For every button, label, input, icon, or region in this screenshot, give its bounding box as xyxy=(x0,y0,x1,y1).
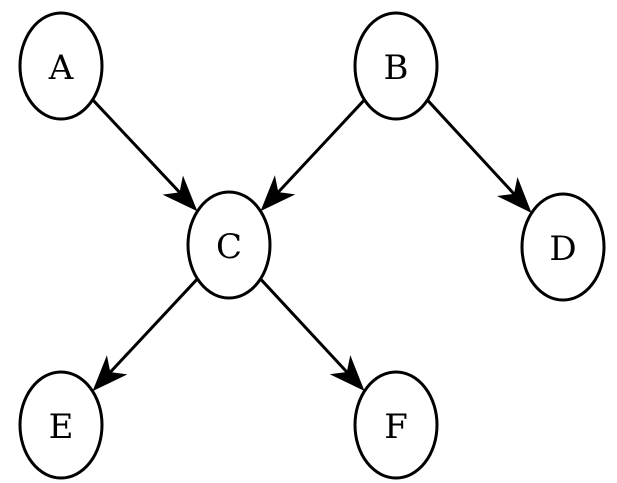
node-e: E xyxy=(18,370,104,480)
node-ellipse xyxy=(18,370,104,480)
node-ellipse xyxy=(186,190,272,300)
node-b: B xyxy=(353,11,439,121)
node-c: C xyxy=(186,190,272,300)
edge-b-c xyxy=(260,98,366,212)
edge-a-c xyxy=(91,98,198,212)
node-d: D xyxy=(520,192,606,302)
edge-line xyxy=(426,99,516,195)
arrowhead-icon xyxy=(329,355,365,392)
node-label: F xyxy=(384,407,408,447)
node-a: A xyxy=(18,11,104,121)
node-ellipse xyxy=(353,370,439,480)
arrowhead-icon xyxy=(92,355,128,392)
edge-c-f xyxy=(259,277,365,392)
edge-b-d xyxy=(426,99,532,213)
edge-line xyxy=(277,98,366,194)
edge-line xyxy=(109,277,199,374)
node-ellipse xyxy=(18,11,104,121)
edge-line xyxy=(259,277,348,374)
node-label: C xyxy=(216,227,242,267)
arrowhead-icon xyxy=(260,175,296,212)
node-ellipse xyxy=(520,192,606,302)
node-label: D xyxy=(549,229,576,269)
nodes-layer: A B C D E F xyxy=(18,11,606,480)
edge-c-e xyxy=(92,277,199,392)
node-ellipse xyxy=(353,11,439,121)
node-label: E xyxy=(49,407,74,447)
node-label: B xyxy=(384,48,409,88)
node-label: A xyxy=(48,48,74,88)
edge-line xyxy=(91,98,181,194)
edges-layer xyxy=(91,98,532,392)
arrowhead-icon xyxy=(496,176,532,213)
arrowhead-icon xyxy=(162,175,198,212)
node-f: F xyxy=(353,370,439,480)
